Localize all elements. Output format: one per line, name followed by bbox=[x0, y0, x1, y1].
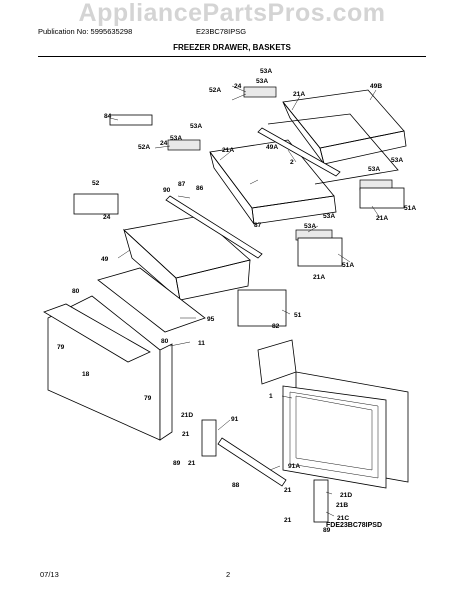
label-79: 79 bbox=[144, 395, 152, 402]
label-21d: 21D bbox=[340, 492, 352, 499]
watermark: AppliancePartsPros.com bbox=[78, 0, 386, 27]
label-90: 90 bbox=[163, 187, 171, 194]
label-21c: 21C bbox=[337, 515, 349, 522]
label-51: 51 bbox=[294, 312, 302, 319]
drawer-front-panel-11 bbox=[43, 295, 173, 441]
label-53a: 53A bbox=[256, 78, 268, 85]
label-53a: 53A bbox=[323, 213, 335, 220]
label-52a: 52A bbox=[138, 144, 150, 151]
label-21: 21 bbox=[182, 431, 190, 438]
rail-2 bbox=[257, 127, 341, 177]
label-21a: 21A bbox=[376, 215, 388, 222]
label-80: 80 bbox=[72, 288, 80, 295]
clips bbox=[73, 86, 405, 267]
label-53a: 53A bbox=[260, 68, 272, 75]
label-24: 24 bbox=[103, 214, 111, 221]
label-49b: 49B bbox=[370, 83, 382, 90]
label-52: 52 bbox=[92, 180, 100, 187]
label-89: 89 bbox=[173, 460, 181, 467]
label-21b: 21B bbox=[336, 502, 348, 509]
page-title: FREEZER DRAWER, BASKETS bbox=[173, 43, 291, 52]
label-49a: 49A bbox=[266, 144, 278, 151]
label-51a: 51A bbox=[404, 205, 416, 212]
label-1: 1 bbox=[269, 393, 273, 400]
rail-90 bbox=[165, 195, 263, 259]
label-21a: 21A bbox=[293, 91, 305, 98]
label-24: 24 bbox=[234, 83, 242, 90]
label-18: 18 bbox=[82, 371, 90, 378]
grille-82 bbox=[257, 339, 297, 385]
label-91: 91 bbox=[231, 416, 239, 423]
label-87: 87 bbox=[178, 181, 186, 188]
label-21: 21 bbox=[284, 487, 292, 494]
label-95: 95 bbox=[207, 316, 215, 323]
label-21a: 21A bbox=[313, 274, 325, 281]
label-80: 80 bbox=[161, 338, 169, 345]
label-53a: 53A bbox=[391, 157, 403, 164]
label-79: 79 bbox=[57, 344, 65, 351]
page-number: 2 bbox=[226, 570, 231, 579]
label-21a: 21A bbox=[222, 147, 234, 154]
label-51a: 51A bbox=[342, 262, 354, 269]
label-53a: 53A bbox=[170, 135, 182, 142]
publication-number: Publication No: 5995635298 bbox=[38, 27, 133, 36]
footer-date: 07/13 bbox=[40, 570, 59, 579]
gear-rack-88 bbox=[217, 437, 287, 487]
model-number: E23BC78IPSG bbox=[196, 27, 247, 36]
label-88: 88 bbox=[232, 482, 240, 489]
label-84: 84 bbox=[104, 113, 112, 120]
label-53a: 53A bbox=[304, 223, 316, 230]
label-24: 24 bbox=[160, 140, 168, 147]
label-86: 86 bbox=[196, 185, 204, 192]
bracket-21d bbox=[201, 419, 217, 457]
tray-95 bbox=[97, 267, 206, 333]
diagram-code: FDE23BC78IPSD bbox=[326, 522, 383, 529]
label-89: 89 bbox=[323, 527, 331, 534]
bracket-21b bbox=[313, 479, 329, 523]
label-21: 21 bbox=[284, 517, 292, 524]
label-49: 49 bbox=[101, 256, 109, 263]
label-53a: 53A bbox=[368, 166, 380, 173]
label-53a: 53A bbox=[190, 123, 202, 130]
label-91a: 91A bbox=[288, 463, 300, 470]
label-52a: 52A bbox=[209, 87, 221, 94]
title-divider bbox=[38, 56, 426, 57]
basket-49a bbox=[209, 139, 337, 225]
freezer-door-frame-1 bbox=[282, 371, 409, 489]
label-11: 11 bbox=[198, 340, 205, 347]
label-87: 87 bbox=[254, 222, 262, 229]
label-21: 21 bbox=[188, 460, 196, 467]
label-21d: 21D bbox=[181, 412, 193, 419]
label-2: 2 bbox=[290, 159, 294, 166]
slide-51 bbox=[237, 289, 287, 327]
label-82: 82 bbox=[272, 323, 280, 330]
